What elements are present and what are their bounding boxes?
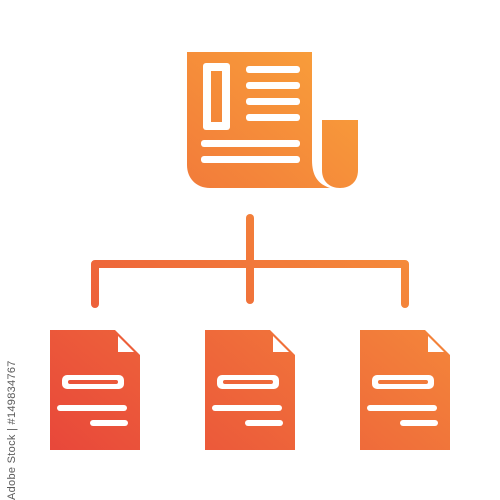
newspaper-icon (187, 52, 358, 188)
newspaper-text-line (201, 140, 300, 147)
newspaper-text-line (246, 98, 300, 105)
newspaper-photo-inner (211, 71, 222, 122)
document-text-line (400, 420, 438, 426)
connector-branch (91, 260, 409, 308)
newspaper-text-line (246, 114, 300, 121)
document-icon (50, 330, 140, 450)
document-icon (360, 330, 450, 450)
newspaper-roll (322, 120, 358, 188)
document-field-inner (378, 380, 428, 384)
document-text-line (212, 405, 282, 411)
document-text-line (57, 405, 127, 411)
newspaper-text-line (246, 66, 300, 73)
document-field-inner (223, 380, 273, 384)
document-fold (428, 336, 444, 352)
newspaper-text-line (246, 82, 300, 89)
document-field-inner (68, 380, 118, 384)
document-fold (273, 336, 289, 352)
document-text-line (367, 405, 437, 411)
document-text-line (245, 420, 283, 426)
document-text-line (90, 420, 128, 426)
document-fold (118, 336, 134, 352)
document-icon (205, 330, 295, 450)
hierarchy-connector (91, 214, 409, 308)
newspaper-text-line (201, 156, 300, 163)
stock-id-label: Adobe Stock | #149834767 (6, 360, 18, 500)
